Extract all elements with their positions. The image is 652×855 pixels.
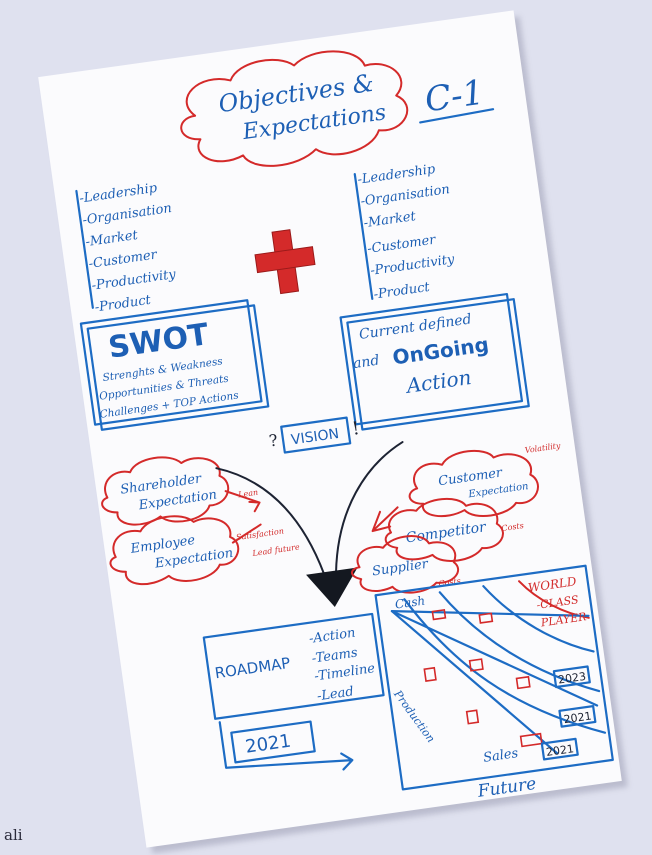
- competitor-label: Competitor: [405, 519, 488, 546]
- current-line-3: Action: [403, 365, 473, 398]
- future-box: [374, 564, 614, 791]
- right-list-item: -Market: [363, 209, 418, 231]
- supplier-cloud: [351, 535, 460, 594]
- radar-axis: [390, 610, 599, 707]
- left-list-item: -Leadership: [79, 181, 159, 207]
- left-red-arrows: [224, 490, 262, 544]
- year-box-label: 2021: [244, 731, 292, 758]
- year-tag-b-label: 2021: [563, 709, 593, 726]
- vision-exclamation-mark: !: [351, 418, 361, 440]
- right-list-item: -Organisation: [360, 182, 451, 209]
- radar-target-line-1: WORLD: [527, 574, 578, 595]
- right-list-item: -Productivity: [369, 252, 456, 279]
- competitor-cloud: [384, 497, 504, 562]
- left-arrow-label-3: Lead future: [251, 542, 301, 558]
- arrowhead-icon: [306, 567, 358, 608]
- radar-arc: [403, 598, 607, 734]
- current-line-2-strong: OnGoing: [391, 332, 490, 369]
- radar-axis-sales: Sales: [482, 746, 519, 766]
- right-list-item: -Customer: [366, 232, 437, 257]
- title-cloud: [180, 50, 409, 167]
- red-cross-icon: [254, 229, 316, 295]
- current-box-shadow: [346, 298, 530, 431]
- customer-cloud: [408, 449, 539, 518]
- right-list-item: -Product: [373, 280, 432, 303]
- sketch-canvas: Objectives & Expectations C-1 -Leadershi…: [75, 50, 614, 802]
- year-tag-c: [540, 737, 579, 761]
- year-tag-a-label: 2023: [557, 670, 587, 687]
- year-arrow: [218, 721, 354, 771]
- year-tag-a: [552, 665, 591, 689]
- radar-axis-production: Production: [390, 687, 437, 745]
- flipchart-sheet: Objectives & Expectations C-1 -Leadershi…: [38, 10, 622, 848]
- right-list-bracket: [353, 172, 374, 300]
- left-list-item: -Product: [94, 293, 153, 316]
- volatility-note: Volatility: [524, 441, 561, 455]
- page-label-underline: [419, 108, 495, 124]
- current-box: [339, 292, 524, 426]
- left-list-item: -Market: [85, 228, 140, 250]
- radar-axis-cash: Cash: [394, 594, 426, 612]
- current-line-2-prefix: and: [352, 353, 380, 373]
- roadmap-label: ROADMAP: [214, 654, 292, 682]
- year-tag-c-label: 2021: [545, 742, 575, 759]
- roadmap-box: [202, 612, 385, 720]
- swot-box: [79, 299, 263, 426]
- right-list-item: -Leadership: [357, 162, 437, 188]
- year-box: [230, 720, 316, 764]
- left-list-bracket: [75, 189, 94, 309]
- roadmap-item: -Action: [308, 626, 356, 647]
- right-red-arrows: [371, 506, 399, 533]
- radar-axis: [390, 610, 559, 755]
- vision-label: VISION: [290, 426, 340, 449]
- left-arrow-label-2: Satisfaction: [236, 526, 285, 542]
- left-list-item: -Productivity: [91, 267, 178, 294]
- left-list-item: -Organisation: [82, 201, 173, 228]
- supplier-label: Supplier: [371, 557, 429, 580]
- right-curved-arrow: [335, 441, 404, 574]
- left-curved-arrow: [215, 467, 326, 576]
- costs-note-1: Costs: [501, 521, 524, 533]
- roadmap-item: -Teams: [311, 645, 359, 666]
- swot-box-shadow: [86, 304, 270, 431]
- radar-markers: [423, 608, 543, 748]
- left-list-item: -Customer: [88, 247, 159, 272]
- year-tag-b: [558, 704, 597, 728]
- radar-arc: [482, 585, 595, 653]
- vision-box: [280, 416, 352, 454]
- vision-question-mark: ?: [268, 430, 279, 450]
- roadmap-item: -Lead: [316, 684, 355, 704]
- employee-cloud: [109, 515, 240, 585]
- left-arrow-label-1: Lean: [237, 488, 259, 500]
- radar-target-line-2: -CLASS: [536, 593, 580, 612]
- radar-target-line-3: PLAYER: [539, 610, 587, 629]
- corner-text: ali: [4, 826, 23, 844]
